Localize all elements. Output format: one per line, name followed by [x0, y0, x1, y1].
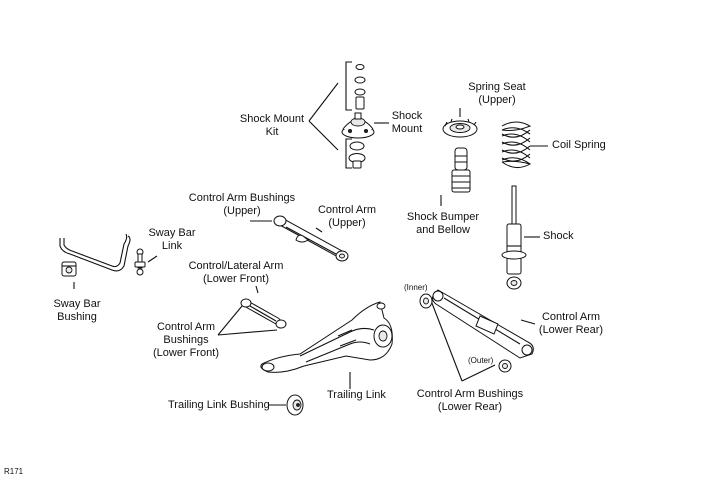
control-lateral-arm-lower-front: [240, 298, 287, 329]
control-arm-upper: [273, 215, 349, 262]
label-line: Mount: [391, 123, 423, 135]
shock-label: Shock: [543, 230, 574, 243]
coil-spring: [501, 121, 532, 168]
label-line: Trailing Link: [327, 389, 386, 401]
label-line: (Upper): [223, 205, 261, 217]
outer-bushing-label: (Outer): [468, 356, 493, 366]
label-line: (Outer): [468, 356, 494, 365]
shock-mount-kit: [345, 61, 366, 169]
control-arm-upper-label: Control Arm (Upper): [314, 204, 380, 230]
label-line: Shock Mount: [239, 113, 305, 125]
label-line: Shock: [391, 110, 423, 122]
control-lateral-arm-lower-front-label: Control/Lateral Arm (Lower Front): [184, 260, 288, 286]
label-line: and Bellow: [416, 224, 470, 236]
label-line: Control Arm Bushings: [416, 388, 524, 400]
control-arm-bushings-upper-label: Control Arm Bushings (Upper): [182, 192, 302, 218]
shock-mount: [341, 112, 375, 139]
trailing-link-bushing: [286, 394, 304, 416]
label-line: Control Arm: [317, 204, 377, 216]
label-line: R171: [4, 467, 24, 476]
spring-seat-upper: [442, 118, 478, 138]
control-arm-lower-rear: [432, 289, 534, 359]
inner-bushing-label: (Inner): [404, 283, 428, 293]
leader-lines: [73, 82, 548, 406]
control-arm-bushings-lower-front-label: Control Arm Bushings (Lower Front): [152, 321, 220, 360]
label-line: Control/Lateral Arm: [188, 260, 284, 272]
trailing-link: [260, 301, 393, 373]
sway-bar-bushing: [61, 261, 77, 277]
label-line: Sway Bar: [148, 227, 196, 239]
label-line: Control Arm: [156, 321, 216, 333]
label-line: (Lower Rear): [538, 324, 604, 336]
coil-spring-label: Coil Spring: [552, 139, 606, 152]
label-line: Bushings: [163, 334, 209, 346]
sway-bar-link: [134, 248, 146, 276]
label-line: Control Arm Bushings: [188, 192, 296, 204]
trailing-link-label: Trailing Link: [327, 389, 386, 402]
sway-bar-link-label: Sway Bar Link: [146, 227, 198, 253]
label-line: Bushing: [57, 311, 97, 323]
label-line: (Upper): [328, 217, 366, 229]
sway-bar: [59, 233, 131, 272]
label-line: (Lower Front): [202, 273, 270, 285]
label-line: Shock Bumper: [406, 211, 480, 223]
label-line: (Inner): [404, 283, 428, 292]
control-arm-bushings-lower-rear: [419, 293, 512, 373]
label-line: Kit: [265, 126, 279, 138]
control-arm-lower-rear-label: Control Arm (Lower Rear): [534, 311, 608, 337]
spring-seat-upper-label: Spring Seat (Upper): [462, 81, 532, 107]
label-line: Link: [161, 240, 183, 252]
label-line: (Lower Rear): [437, 401, 503, 413]
label-line: (Upper): [478, 94, 516, 106]
label-line: Coil Spring: [552, 139, 606, 151]
shock: [501, 185, 527, 290]
trailing-link-bushing-label: Trailing Link Bushing: [168, 399, 270, 412]
label-line: Trailing Link Bushing: [168, 399, 270, 411]
figure-code: R171: [4, 467, 23, 477]
control-arm-bushings-lower-rear-label: Control Arm Bushings (Lower Rear): [410, 388, 530, 414]
label-line: (Lower Front): [152, 347, 220, 359]
shock-bumper-and-bellow: [451, 147, 471, 193]
label-line: Spring Seat: [468, 81, 526, 93]
label-line: Control Arm: [541, 311, 601, 323]
shock-mount-label: Shock Mount: [384, 110, 430, 136]
sway-bar-bushing-label: Sway Bar Bushing: [50, 298, 104, 324]
label-line: Shock: [543, 230, 574, 242]
label-line: Sway Bar: [53, 298, 101, 310]
shock-bumper-and-bellow-label: Shock Bumper and Bellow: [403, 211, 483, 237]
shock-mount-kit-label: Shock Mount Kit: [236, 113, 308, 139]
